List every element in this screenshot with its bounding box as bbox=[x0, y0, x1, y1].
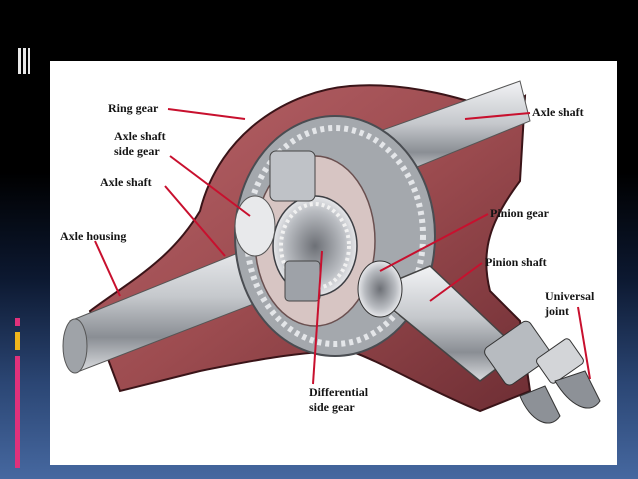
label-axle-shaft-right: Axle shaft bbox=[532, 105, 584, 119]
pinion-gear-shape bbox=[357, 260, 403, 318]
leader-differential-side-gear bbox=[312, 250, 323, 385]
leader-pinion-shaft bbox=[429, 262, 483, 302]
label-axle-shaft-side-gear: Axle shaft side gear bbox=[114, 129, 166, 158]
decoration-bar bbox=[18, 48, 21, 74]
label-universal-joint: Universal joint bbox=[545, 289, 595, 318]
spider-gear-lower bbox=[284, 260, 321, 302]
leader-axle-shaft-left bbox=[164, 185, 226, 257]
side-gear-teeth bbox=[279, 202, 351, 290]
label-pinion-gear: Pinion gear bbox=[490, 206, 549, 220]
accent-pink-small bbox=[15, 318, 20, 326]
spider-gear-block bbox=[269, 150, 316, 202]
universal-joint-shape bbox=[484, 320, 601, 424]
leader-axle-housing bbox=[94, 240, 121, 297]
decoration-bar bbox=[28, 48, 30, 74]
leader-side-gear bbox=[169, 155, 251, 217]
accent-pink-tall bbox=[15, 356, 20, 468]
leader-universal-joint bbox=[577, 306, 591, 380]
label-axle-shaft-left: Axle shaft bbox=[100, 175, 152, 189]
accent-yellow bbox=[15, 332, 20, 350]
label-differential-side-gear: Differential side gear bbox=[309, 385, 369, 414]
leader-ring-gear bbox=[167, 108, 246, 120]
label-axle-housing: Axle housing bbox=[60, 229, 127, 243]
axle-tube-left-end bbox=[62, 318, 88, 374]
ring-gear-teeth bbox=[244, 125, 426, 347]
differential-diagram: Ring gear Axle shaft side gear Axle shaf… bbox=[50, 61, 617, 465]
label-pinion-shaft: Pinion shaft bbox=[485, 255, 547, 269]
differential-illustration bbox=[62, 80, 601, 424]
leader-axle-shaft-right bbox=[464, 112, 531, 120]
leader-lines bbox=[94, 108, 591, 385]
leader-pinion-gear bbox=[379, 213, 489, 272]
label-ring-gear: Ring gear bbox=[108, 101, 159, 115]
decoration-bar bbox=[23, 48, 26, 74]
axle-side-gear-hub bbox=[234, 195, 276, 257]
